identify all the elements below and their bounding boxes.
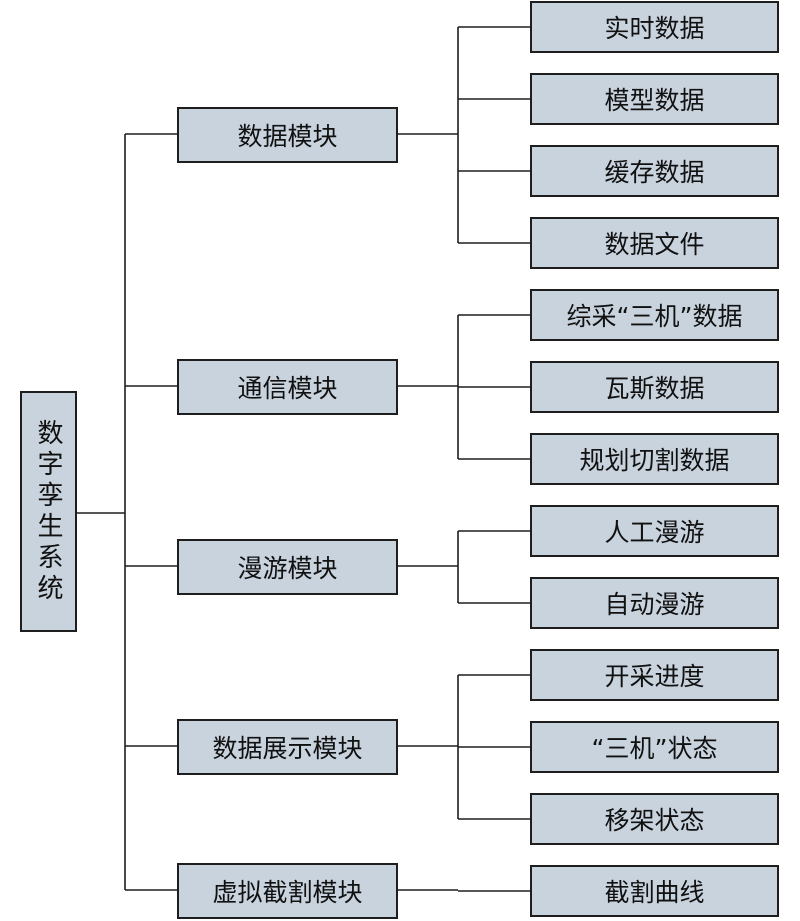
leaf-three-machine-status: “三机”状态	[530, 721, 779, 773]
leaf-mining-progress: 开采进度	[530, 649, 779, 701]
leaf-cutting-plan-data: 规划切割数据	[530, 433, 779, 485]
leaf-three-machine-data: 综采“三机”数据	[530, 289, 779, 341]
leaf-auto-roam: 自动漫游	[530, 577, 779, 629]
leaf-cutting-curve: 截割曲线	[530, 865, 779, 917]
leaf-manual-roam: 人工漫游	[530, 505, 779, 557]
leaf-model-data: 模型数据	[530, 73, 779, 125]
module-data: 数据模块	[177, 107, 398, 163]
module-cutting: 虚拟截割模块	[177, 863, 398, 919]
module-display: 数据展示模块	[177, 719, 398, 775]
leaf-gas-data: 瓦斯数据	[530, 361, 779, 413]
module-comm: 通信模块	[177, 359, 398, 415]
leaf-realtime-data: 实时数据	[530, 1, 779, 53]
leaf-cache-data: 缓存数据	[530, 145, 779, 197]
module-roam: 漫游模块	[177, 539, 398, 595]
root-node: 数字孪生系统	[20, 391, 77, 632]
leaf-support-status: 移架状态	[530, 793, 779, 845]
leaf-data-files: 数据文件	[530, 217, 779, 269]
